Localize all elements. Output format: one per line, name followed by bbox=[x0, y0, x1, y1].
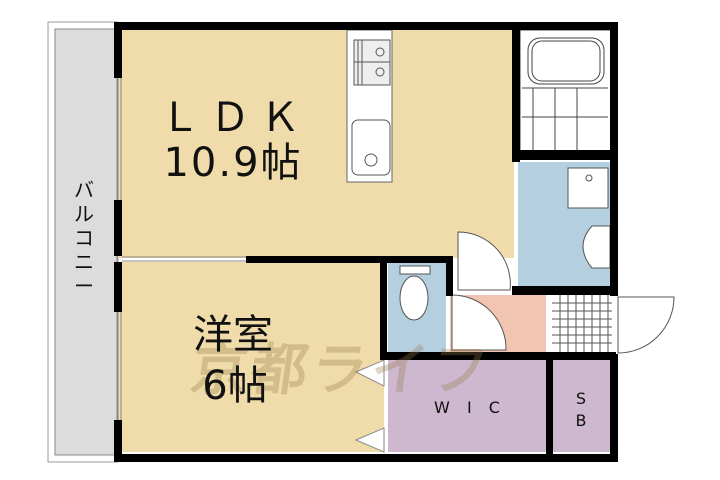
balcony-area bbox=[54, 28, 118, 456]
ldk-door-swing bbox=[457, 231, 511, 291]
sb-floor bbox=[552, 360, 612, 452]
sink bbox=[351, 119, 391, 176]
ldk-floor bbox=[118, 28, 514, 258]
wic-label: W I C bbox=[434, 398, 506, 417]
toilet-bowl bbox=[399, 275, 429, 321]
western-room-floor bbox=[118, 262, 384, 452]
bathroom-floor bbox=[519, 29, 613, 155]
balcony-label: バ ル コ ニ ー bbox=[74, 178, 94, 298]
hall-door-swing bbox=[451, 294, 507, 351]
western-room-size: 6帖 bbox=[202, 363, 268, 409]
ldk-size: 10.9帖 bbox=[163, 140, 303, 186]
western-room-label: 洋室 bbox=[193, 312, 273, 358]
wash-basin bbox=[582, 225, 611, 269]
sb-label: S B bbox=[575, 389, 587, 430]
genkan-floor bbox=[552, 295, 612, 356]
wic-floor bbox=[388, 360, 548, 452]
entrance-door-swing bbox=[617, 296, 675, 354]
ldk-label: ＬＤＫ bbox=[160, 95, 310, 141]
washing-machine bbox=[567, 167, 609, 209]
